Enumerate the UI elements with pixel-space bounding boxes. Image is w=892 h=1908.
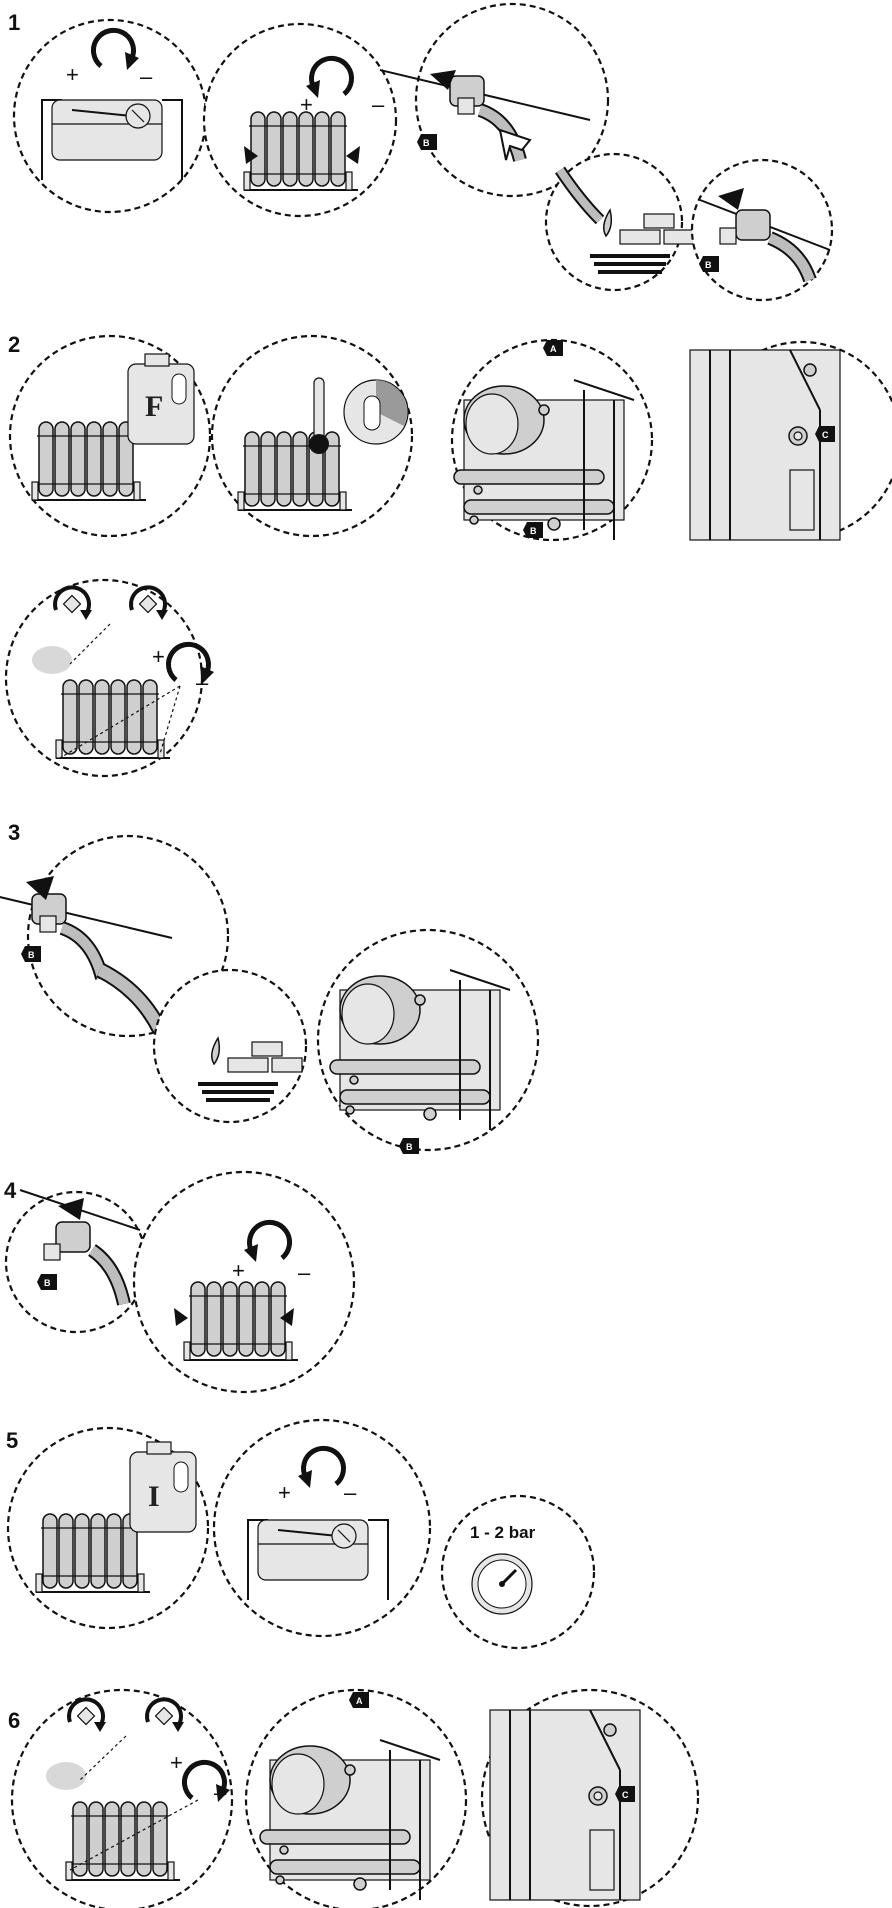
step-6-number: 6 <box>8 1708 20 1733</box>
step-1-number: 1 <box>8 10 20 35</box>
plus-sign: + <box>232 1258 245 1283</box>
label-b: B <box>530 526 537 536</box>
step-4-number: 4 <box>4 1178 17 1203</box>
minus-sign: – <box>196 670 209 695</box>
label-b: B <box>44 1278 51 1288</box>
label-a: A <box>550 344 557 354</box>
step-5-tank-panel: + – <box>214 1420 430 1636</box>
step-6-bolt-panel: C <box>482 1690 698 1906</box>
step-3-drain-panel <box>154 970 306 1122</box>
step-1-radiator-panel: + – <box>204 24 396 216</box>
minus-sign: – <box>372 92 385 117</box>
minus-sign: – <box>344 1480 357 1505</box>
minus-sign: – <box>298 1260 311 1285</box>
step-3-number: 3 <box>8 820 20 845</box>
step-3-valve-b-panel: B <box>318 930 538 1154</box>
plus-sign: + <box>300 92 313 117</box>
step-2-vent-panel: A B <box>452 340 652 540</box>
label-c: C <box>622 1790 629 1800</box>
label-b: B <box>28 950 35 960</box>
label-a: A <box>356 1696 363 1706</box>
plus-sign: + <box>66 62 79 87</box>
label-b: B <box>406 1142 413 1152</box>
step-6-bleed-panel: + – <box>12 1690 232 1908</box>
step-1-drain-panel <box>546 154 694 290</box>
step-5-inhibitor-panel: I <box>8 1428 208 1628</box>
fill-agent-letter: F <box>145 390 163 423</box>
step-5-number: 5 <box>6 1428 18 1453</box>
plus-sign: + <box>152 644 165 669</box>
label-b: B <box>705 260 712 270</box>
minus-sign: – <box>214 1780 227 1805</box>
label-b: B <box>423 138 430 148</box>
step-5-gauge-panel: 1 - 2 bar <box>442 1496 594 1648</box>
plus-sign: + <box>170 1750 183 1775</box>
step-4-radiator-panel: + – <box>134 1172 354 1392</box>
inhibitor-letter: I <box>148 1480 160 1513</box>
step-4-valve-close-panel: B <box>6 1190 146 1332</box>
plus-sign: + <box>278 1480 291 1505</box>
step-2-bleed-panel: + – <box>6 580 214 776</box>
minus-sign: – <box>140 64 153 89</box>
step-1-tank-panel: + – <box>14 20 206 212</box>
pressure-range: 1 - 2 bar <box>470 1523 536 1542</box>
label-c: C <box>822 430 829 440</box>
step-2-bolt-panel: C <box>690 342 892 540</box>
step-1-valve-close-panel: B <box>692 160 832 300</box>
step-2-number: 2 <box>8 332 20 357</box>
step-2-fill-agent-panel: F <box>10 336 210 536</box>
step-2-wait-panel <box>212 336 412 536</box>
step-6-vent-panel: A <box>246 1690 466 1908</box>
